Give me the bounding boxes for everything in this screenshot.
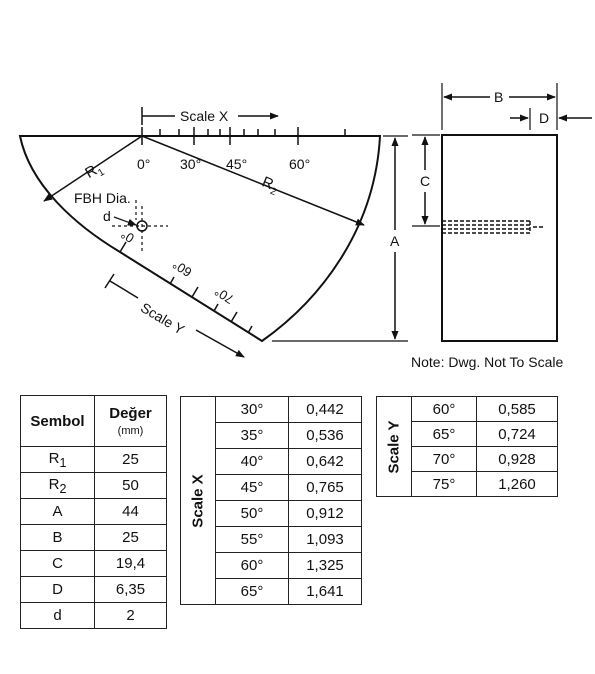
scale-y-label: Scale Y xyxy=(138,299,188,338)
scale-y-line-left xyxy=(109,280,139,299)
value-cell: 1,641 xyxy=(288,578,362,605)
symbol-cell: A xyxy=(20,498,95,525)
scale-x-deg-30: 30° xyxy=(180,156,201,172)
value-cell: 2 xyxy=(94,602,167,629)
symbol-cell: D xyxy=(20,576,95,603)
header-unit: (mm) xyxy=(117,425,144,437)
value-cell: 25 xyxy=(94,524,167,551)
scale-x-table: Scale X 30° 0,442 35°0,536 40°0,642 45°0… xyxy=(180,396,362,605)
table-row: 40°0,642 xyxy=(181,448,362,475)
r1-radius-line xyxy=(43,135,143,202)
fbh-d-arrow xyxy=(113,216,137,226)
value-cell: 0,642 xyxy=(288,448,362,475)
r1-label: R1 xyxy=(82,159,107,185)
angle-cell: 55° xyxy=(215,526,289,553)
table-row: 50°0,912 xyxy=(181,500,362,527)
scale-x-deg-60: 60° xyxy=(289,156,310,172)
table-row: 45°0,765 xyxy=(181,474,362,501)
table-row: Scale Y 60° 0,585 xyxy=(376,396,558,497)
value-cell: 19,4 xyxy=(94,550,167,577)
fbh-hole xyxy=(136,220,148,232)
side-view-hole xyxy=(442,220,545,234)
side-view-outline xyxy=(441,134,558,342)
value-cell: 0,912 xyxy=(288,500,362,527)
dim-c-label: C xyxy=(420,173,430,189)
table-row: 75°1,260 xyxy=(377,471,558,497)
table-row: 70°0,928 xyxy=(377,446,558,472)
fbh-leader xyxy=(112,200,168,252)
table-row: 65°1,641 xyxy=(181,578,362,605)
scale-y-ticks xyxy=(119,241,253,334)
value-cell: 50 xyxy=(94,472,167,499)
angle-cell: 40° xyxy=(215,448,289,475)
r2-radius-line xyxy=(141,135,365,226)
scale-y-deg-0: 0° xyxy=(118,227,137,246)
technical-drawing: Scale X 0° 30° 45° 60° R1 R2 FBH Dia. d … xyxy=(18,83,592,370)
dim-b-label: B xyxy=(494,89,503,105)
scale-x-ticks xyxy=(141,127,346,145)
angle-cell: 50° xyxy=(215,500,289,527)
angle-cell: 75° xyxy=(411,471,477,497)
angle-cell: 60° xyxy=(411,396,477,422)
value-cell: 6,35 xyxy=(94,576,167,603)
scale-y-line-right xyxy=(195,329,245,358)
angle-cell: 45° xyxy=(215,474,289,501)
value-cell: 44 xyxy=(94,498,167,525)
angle-cell: 70° xyxy=(411,446,477,472)
angle-cell: 60° xyxy=(215,552,289,579)
fbh-label: FBH Dia. xyxy=(74,190,131,206)
angle-cell: 35° xyxy=(215,422,289,449)
header-symbol: Sembol xyxy=(20,395,95,447)
angle-cell: 65° xyxy=(215,578,289,605)
value-cell: 1,260 xyxy=(476,471,558,497)
block-outline xyxy=(18,135,382,343)
value-cell: 25 xyxy=(94,446,167,473)
value-cell: 0,442 xyxy=(288,396,362,423)
table-row: 65°0,724 xyxy=(377,421,558,447)
scale-y-deg-60: 60° xyxy=(170,257,195,280)
value-cell: 0,765 xyxy=(288,474,362,501)
scale-x-deg-0: 0° xyxy=(137,156,150,172)
header-value: Değer (mm) xyxy=(94,395,167,447)
table-header-row: Sembol Değer (mm) xyxy=(20,395,167,447)
symbol-cell: R1 xyxy=(20,446,95,473)
scale-x-label: Scale X xyxy=(180,108,229,124)
symbol-cell: B xyxy=(20,524,95,551)
value-cell: 0,585 xyxy=(476,396,558,422)
value-cell: 1,325 xyxy=(288,552,362,579)
symbol-cell: R2 xyxy=(20,472,95,499)
dim-d-label: D xyxy=(539,110,549,126)
value-cell: 1,093 xyxy=(288,526,362,553)
table-row: Scale X 30° 0,442 xyxy=(180,396,362,605)
angle-cell: 30° xyxy=(215,396,289,423)
value-cell: 0,536 xyxy=(288,422,362,449)
scale-y-table: Scale Y 60° 0,585 65°0,724 70°0,928 75°1… xyxy=(376,396,558,497)
scale-x-table-label: Scale X xyxy=(180,396,216,605)
scale-y-deg-70: 70° xyxy=(212,284,237,307)
symbol-cell: d xyxy=(20,602,95,629)
dim-a-label: A xyxy=(390,233,400,249)
scale-y-origin-tick xyxy=(104,273,115,289)
angle-cell: 65° xyxy=(411,421,477,447)
r2-label: R2 xyxy=(258,173,281,198)
header-value-text: Değer xyxy=(109,405,152,422)
value-cell: 0,928 xyxy=(476,446,558,472)
value-cell: 0,724 xyxy=(476,421,558,447)
fbh-d-label: d xyxy=(103,208,111,224)
scale-x-deg-45: 45° xyxy=(226,156,247,172)
symbol-cell: C xyxy=(20,550,95,577)
drawing-note: Note: Dwg. Not To Scale xyxy=(411,354,563,370)
scale-y-table-label: Scale Y xyxy=(376,396,412,497)
table-row: 55°1,093 xyxy=(181,526,362,553)
